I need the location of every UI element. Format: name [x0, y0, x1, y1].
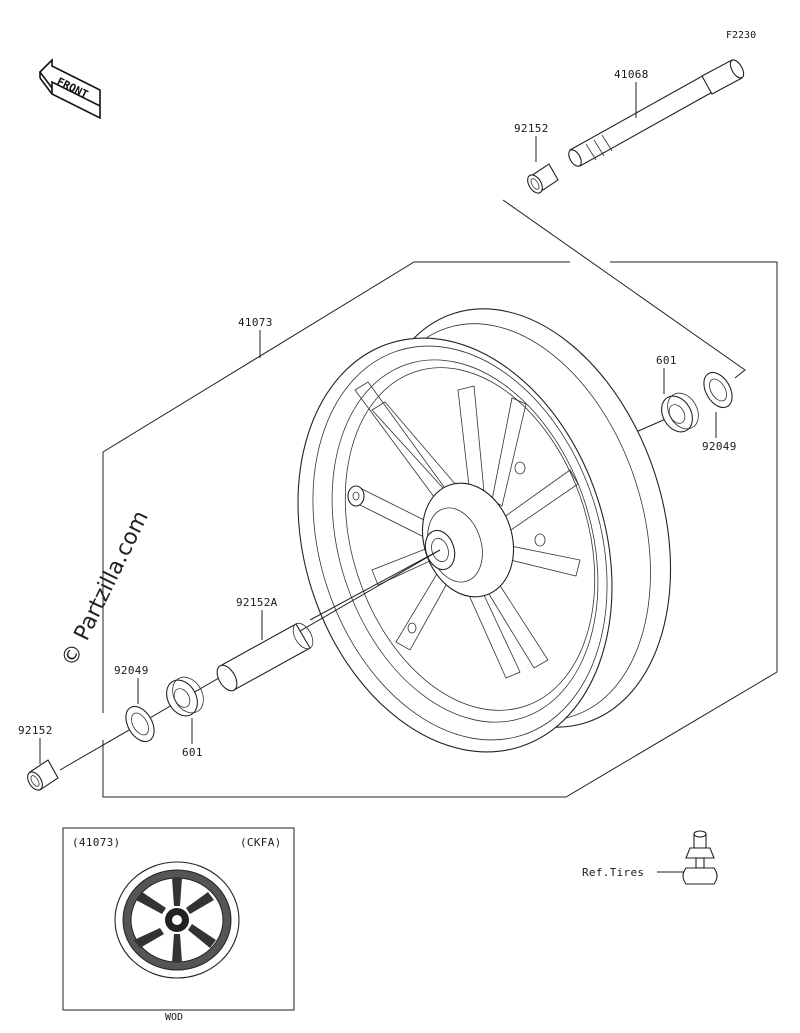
label-92049-right: 92049 [702, 440, 737, 453]
collar-92152-left [27, 759, 59, 791]
label-601-left: 601 [182, 746, 203, 759]
label-92152-top: 92152 [514, 122, 549, 135]
collar-92152A [216, 622, 314, 692]
bearing-601-right [661, 392, 699, 433]
inset-wheel-icon [114, 861, 240, 979]
label-92049-left: 92049 [114, 664, 149, 677]
label-41068: 41068 [614, 68, 649, 81]
diagram-code: F2230 [726, 30, 756, 41]
seal-92049-left [125, 705, 155, 743]
tire-valve-icon [682, 830, 718, 885]
collar-92152-top [527, 163, 559, 194]
seal-92049-right [703, 371, 733, 409]
label-92152-left: 92152 [18, 724, 53, 737]
inset-box: (41073) (CKFA) WOD [62, 827, 295, 1023]
ref-tires-label: Ref.Tires [582, 866, 644, 879]
label-41073: 41073 [238, 316, 273, 329]
label-601-right: 601 [656, 354, 677, 367]
partzilla-watermark: © Partzilla.com [57, 507, 154, 671]
inset-code-label: (CKFA) [240, 836, 282, 849]
axle-41068 [568, 59, 745, 167]
front-arrow-icon: FRONT [38, 58, 101, 120]
inset-caption: WOD [165, 1012, 183, 1023]
front-wheel-41073 [297, 308, 672, 753]
inset-part-label: (41073) [72, 836, 120, 849]
label-92152A: 92152A [236, 596, 278, 609]
bearing-601-left [166, 676, 204, 717]
